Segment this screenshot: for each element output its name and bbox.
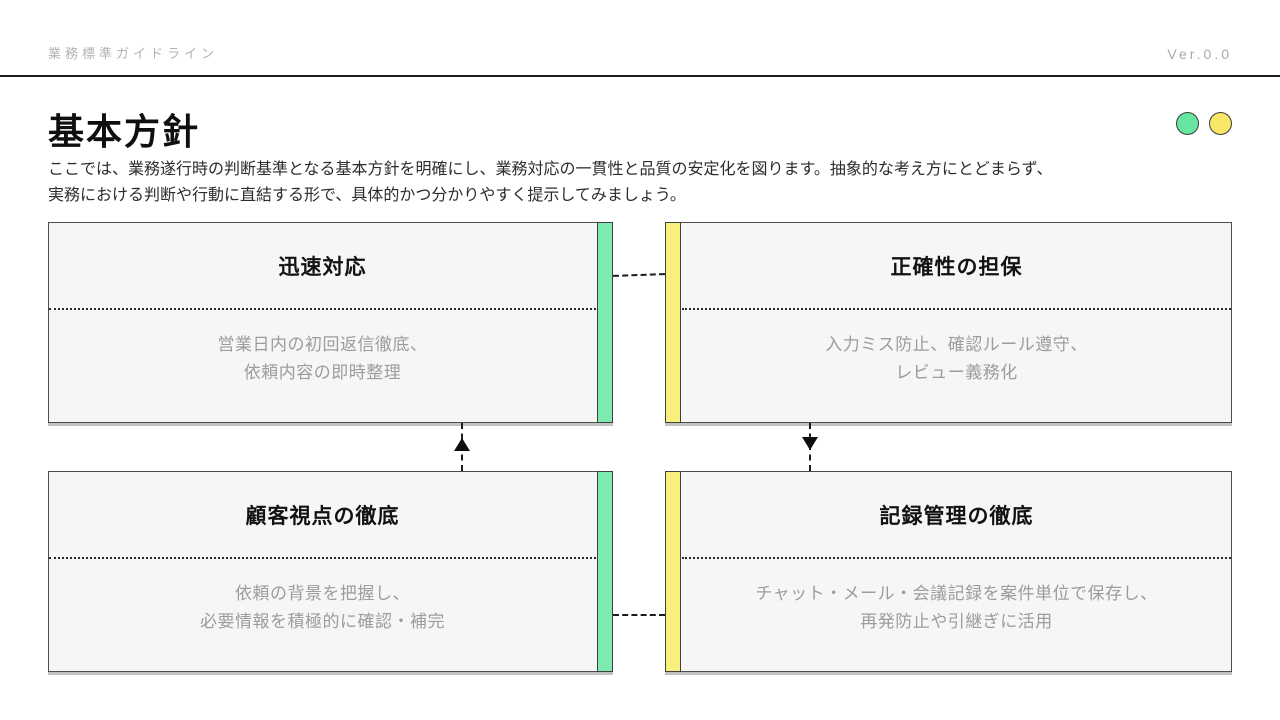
legend-dots xyxy=(1176,112,1232,135)
card-title-area: 記録管理の徹底 xyxy=(682,472,1231,559)
yellow-dot-icon xyxy=(1209,112,1232,135)
card-body-area: 入力ミス防止、確認ルール遵守、 レビュー義務化 xyxy=(682,310,1231,422)
card-title: 記録管理の徹底 xyxy=(879,504,1034,528)
card-body-line: 依頼の背景を把握し、 xyxy=(235,583,410,603)
description-line-2: 実務における判断や行動に直結する形で、具体的かつ分かりやすく提示してみましょう。 xyxy=(48,186,686,204)
card-quick-response: 迅速対応 営業日内の初回返信徹底、 依頼内容の即時整理 xyxy=(48,222,613,423)
card-body-line: チャット・メール・会議記録を案件単位で保存し、 xyxy=(755,583,1158,603)
description-line-1: ここでは、業務遂行時の判断基準となる基本方針を明確にし、業務対応の一貫性と品質の… xyxy=(48,161,1053,178)
connector-top-horizontal xyxy=(612,273,666,277)
card-title-area: 顧客視点の徹底 xyxy=(49,472,596,559)
page-description: ここでは、業務遂行時の判断基準となる基本方針を明確にし、業務対応の一貫性と品質の… xyxy=(48,157,1232,209)
card-title: 顧客視点の徹底 xyxy=(245,504,400,528)
card-customer-perspective: 顧客視点の徹底 依頼の背景を把握し、 必要情報を積極的に確認・補完 xyxy=(48,471,613,672)
connector-bottom-horizontal xyxy=(613,614,665,616)
card-body-area: 依頼の背景を把握し、 必要情報を積極的に確認・補完 xyxy=(49,559,596,671)
card-body-line: 必要情報を積極的に確認・補完 xyxy=(200,612,445,631)
card-title: 迅速対応 xyxy=(278,255,367,279)
card-title: 正確性の担保 xyxy=(890,255,1023,279)
card-title-area: 正確性の担保 xyxy=(682,223,1231,310)
green-dot-icon xyxy=(1176,112,1199,135)
header-bar: 業務標準ガイドライン Ver.0.0 xyxy=(0,0,1280,77)
yellow-accent-bar xyxy=(665,222,681,423)
green-accent-bar xyxy=(597,471,613,672)
yellow-accent-bar xyxy=(665,471,681,672)
card-body-line: 営業日内の初回返信徹底、 xyxy=(217,334,428,354)
version-label: Ver.0.0 xyxy=(1167,46,1232,62)
green-accent-bar xyxy=(597,222,613,423)
page-title: 基本方針 xyxy=(48,111,201,152)
card-body-line: 再発防止や引継ぎに活用 xyxy=(860,612,1053,631)
card-body-area: チャット・メール・会議記録を案件単位で保存し、 再発防止や引継ぎに活用 xyxy=(682,559,1231,671)
card-accuracy: 正確性の担保 入力ミス防止、確認ルール遵守、 レビュー義務化 xyxy=(665,222,1232,423)
card-body-area: 営業日内の初回返信徹底、 依頼内容の即時整理 xyxy=(49,310,596,422)
document-title: 業務標準ガイドライン xyxy=(48,46,219,61)
arrow-up-icon xyxy=(454,438,470,451)
card-body-line: 入力ミス防止、確認ルール遵守、 xyxy=(825,334,1088,354)
arrow-down-icon xyxy=(802,437,818,450)
card-title-area: 迅速対応 xyxy=(49,223,596,310)
card-body-line: 依頼内容の即時整理 xyxy=(243,363,402,382)
card-body-line: レビュー義務化 xyxy=(895,363,1018,382)
card-record-management: 記録管理の徹底 チャット・メール・会議記録を案件単位で保存し、 再発防止や引継ぎ… xyxy=(665,471,1232,672)
